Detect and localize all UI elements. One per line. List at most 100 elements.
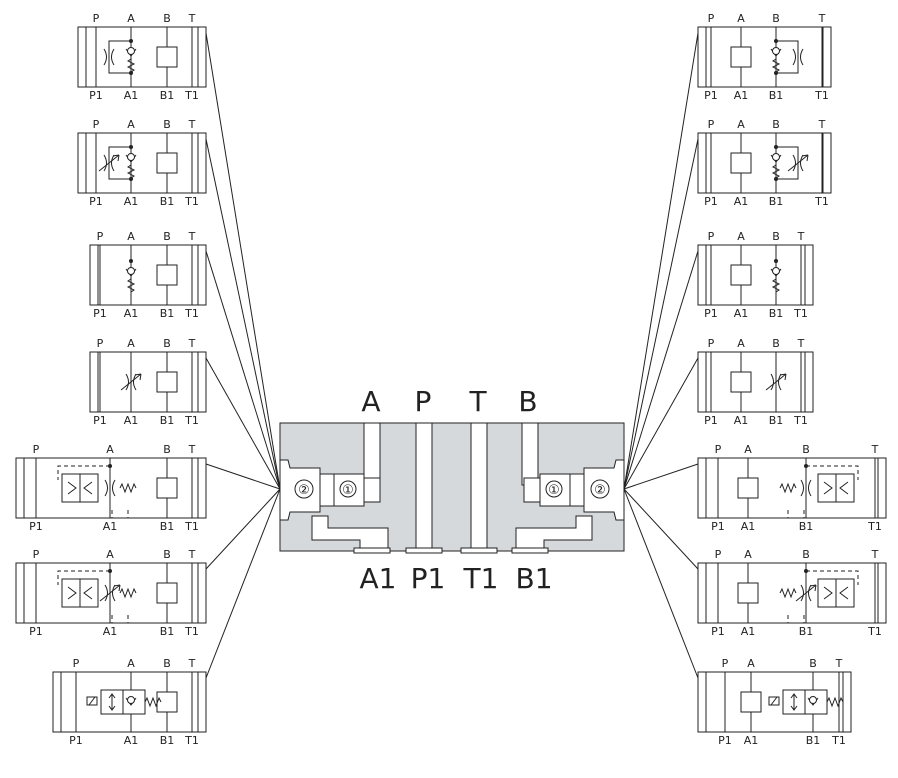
module-right-2-bottom-T1: T1 xyxy=(793,307,808,320)
module-right-5-top-B: B xyxy=(802,548,810,561)
rect xyxy=(737,477,759,499)
module-right-5-top-A: A xyxy=(744,548,752,561)
leader-lines xyxy=(205,32,699,679)
module-right-0-bottom-T1: T1 xyxy=(814,89,829,102)
path xyxy=(808,479,812,497)
rect xyxy=(89,244,207,306)
module-left-0-top-A: A xyxy=(127,12,135,25)
module-right-2-top-B: B xyxy=(772,230,780,243)
port-mark-b1 xyxy=(511,547,549,554)
module-right-3-top-B: B xyxy=(772,337,780,350)
leader-right-6 xyxy=(623,488,699,679)
path xyxy=(98,154,120,172)
module-left-6-top-P: P xyxy=(73,657,80,670)
check-ball xyxy=(127,267,135,275)
module-left-4-bottom-T1: T1 xyxy=(184,520,199,533)
module-right-3-top-A: A xyxy=(737,337,745,350)
module-right-0-top-A: A xyxy=(737,12,745,25)
path xyxy=(103,154,107,172)
module-left-5-bottom-A1: A1 xyxy=(103,625,118,638)
module-left-0-bottom-T1: T1 xyxy=(184,89,199,102)
junction-dot xyxy=(129,177,133,181)
rect xyxy=(737,582,759,604)
path xyxy=(99,584,121,602)
block-port-a: A xyxy=(361,385,380,418)
path xyxy=(771,164,781,179)
block-port-b: B xyxy=(518,385,537,418)
module-left-2-bottom-T1: T1 xyxy=(184,307,199,320)
module-left-3-bottom-B1: B1 xyxy=(160,414,175,427)
path xyxy=(800,48,804,66)
module-right-0-top-T: T xyxy=(818,12,826,25)
path xyxy=(67,586,93,600)
module-left-4-top-A: A xyxy=(106,443,114,456)
module-left-0-top-B: B xyxy=(163,12,171,25)
rect xyxy=(156,264,178,286)
module-left-1-bottom-B1: B1 xyxy=(160,195,175,208)
check-ball xyxy=(127,47,135,55)
path xyxy=(765,373,787,391)
junction-dot xyxy=(129,259,133,263)
rect xyxy=(156,152,178,174)
rect xyxy=(156,371,178,393)
path xyxy=(770,696,778,706)
path xyxy=(104,479,108,497)
module-right-4-bottom-A1: A1 xyxy=(741,520,756,533)
module-left-1-bottom-A1: A1 xyxy=(124,195,139,208)
path xyxy=(119,482,137,494)
module-left-1-top-T: T xyxy=(188,118,196,131)
leader-right-2 xyxy=(623,250,699,490)
path xyxy=(792,48,796,66)
module-right-2-bottom-P1: P1 xyxy=(704,307,718,320)
path xyxy=(787,508,805,519)
leader-right-1 xyxy=(623,138,699,490)
junction-dot xyxy=(774,71,778,75)
path xyxy=(779,373,787,381)
cartridge-right: ② ① xyxy=(523,459,625,521)
module-right-4-bottom-B1: B1 xyxy=(799,520,814,533)
module-left-1-bottom-T1: T1 xyxy=(184,195,199,208)
junction-dot xyxy=(129,145,133,149)
module-right-5-top-T: T xyxy=(871,548,879,561)
module-left-5-top-B: B xyxy=(163,548,171,561)
path xyxy=(108,40,131,74)
path xyxy=(771,58,781,73)
module-right-2-bottom-A1: A1 xyxy=(734,307,749,320)
path xyxy=(57,570,110,585)
module-right-6-bottom-A1: A1 xyxy=(744,734,759,747)
path xyxy=(111,508,129,519)
path xyxy=(790,693,798,711)
module-right-1-bottom-T1: T1 xyxy=(814,195,829,208)
module-left-3-top-A: A xyxy=(127,337,135,350)
module-right-5-top-P: P xyxy=(715,548,722,561)
module-right-0-bottom-P1: P1 xyxy=(704,89,718,102)
block-port-p: P xyxy=(415,385,432,418)
module-right-5-bottom-B1: B1 xyxy=(799,625,814,638)
check-ball xyxy=(772,153,780,161)
junction-dot xyxy=(804,569,808,573)
path xyxy=(801,154,809,162)
module-right-1-top-A: A xyxy=(737,118,745,131)
path xyxy=(104,584,108,602)
module-left-4-bottom-P1: P1 xyxy=(29,520,43,533)
cartridge-left-pos2: ② xyxy=(298,483,310,498)
module-left-3-bottom-A1: A1 xyxy=(124,414,139,427)
module-right-0-top-B: B xyxy=(772,12,780,25)
check-ball xyxy=(809,696,817,704)
path xyxy=(112,154,120,162)
leader-right-0 xyxy=(623,32,699,490)
rect xyxy=(697,26,832,88)
cartridge-right-pos2: ② xyxy=(594,483,606,498)
rect xyxy=(77,26,207,88)
module-left-0-bottom-B1: B1 xyxy=(160,89,175,102)
path xyxy=(787,613,805,624)
path xyxy=(112,479,116,497)
